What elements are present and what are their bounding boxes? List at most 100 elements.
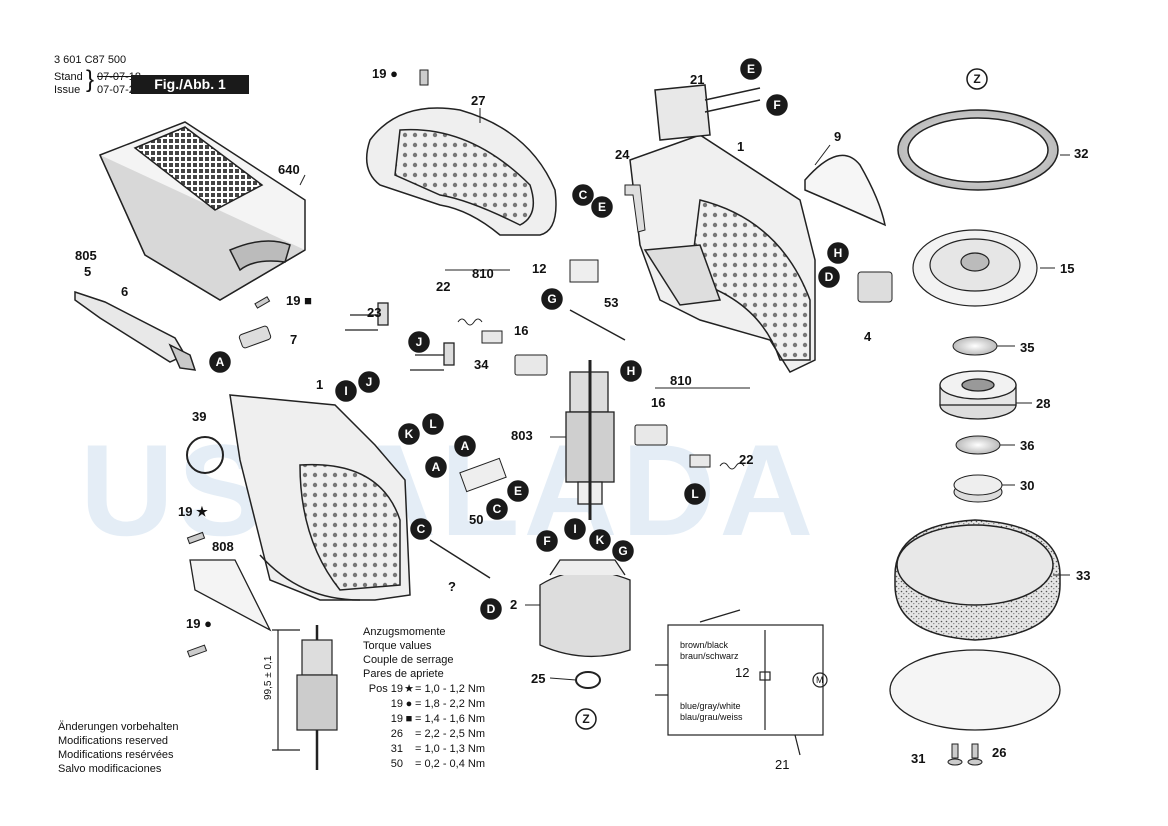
torque-symbol: ■ xyxy=(405,713,413,725)
screws-31-26 xyxy=(947,743,983,766)
callout-k: K xyxy=(589,529,611,551)
callout-c: C xyxy=(410,518,432,540)
wiring-brown-label-de: braun/schwarz xyxy=(680,651,739,661)
modifications-de: Änderungen vorbehalten xyxy=(58,721,179,733)
modifications-es: Salvo modificaciones xyxy=(58,763,162,775)
plate-808 xyxy=(189,559,272,632)
wiring-switch-label: 21 xyxy=(775,757,790,772)
stand-label: Stand xyxy=(54,71,83,83)
wiring-blue-label: blue/gray/white xyxy=(680,701,741,711)
armature-803 xyxy=(565,360,615,520)
torque-heading-fr: Couple de serrage xyxy=(363,654,454,666)
callout-j: J xyxy=(408,331,430,353)
callout-k: K xyxy=(398,423,420,445)
part-label: 53 xyxy=(604,295,619,310)
callout-letter: K xyxy=(596,533,605,547)
part-label: 9 xyxy=(834,129,842,144)
callout-letter: C xyxy=(417,522,426,536)
callout-f: F xyxy=(766,94,788,116)
terminal-50 xyxy=(459,457,507,493)
torque-value: = 1,8 - 2,2 Nm xyxy=(415,698,486,710)
cover-27 xyxy=(365,107,557,236)
part-label: 23 xyxy=(367,305,382,320)
brace: } xyxy=(86,66,95,93)
torque-heading-en: Torque values xyxy=(363,640,432,652)
part-label: 16 xyxy=(651,395,666,410)
screws-19 xyxy=(186,69,429,658)
switch-4 xyxy=(857,271,893,303)
callout-letter: J xyxy=(416,335,423,349)
callout-letter: H xyxy=(627,364,636,378)
callout-letter: H xyxy=(834,246,843,260)
callout-a: A xyxy=(454,435,476,457)
callout-e: E xyxy=(740,58,762,80)
washer-36 xyxy=(955,435,1001,455)
part-label: 2 xyxy=(510,597,518,612)
sanding-pad-33 xyxy=(894,519,1061,641)
callout-letter: C xyxy=(493,502,502,516)
torque-pos: 19 xyxy=(390,698,403,710)
callout-letter: A xyxy=(216,355,225,369)
modifications-fr: Modifications resérvées xyxy=(58,749,174,761)
torque-pos: 19 xyxy=(390,713,403,725)
torque-pos: 50 xyxy=(390,758,403,770)
housing-lower-1 xyxy=(229,394,411,601)
callout-letter: L xyxy=(691,487,698,501)
wiring-blue-label-de: blau/grau/weiss xyxy=(680,712,743,722)
callout-letter: E xyxy=(598,200,606,214)
torque-row: 19● = 1,8 - 2,2 Nm xyxy=(363,697,485,711)
washer-35 xyxy=(952,336,998,356)
clip-24 xyxy=(624,184,646,233)
callout-letter: I xyxy=(573,522,576,536)
callout-z: Z xyxy=(966,68,988,90)
callout-letter: F xyxy=(773,98,780,112)
callout-d: D xyxy=(480,598,502,620)
callout-a: A xyxy=(425,456,447,478)
part-label: 39 xyxy=(192,409,207,424)
issue-date: 07-07-20 xyxy=(97,84,142,96)
wire-unknown xyxy=(429,539,491,579)
part-label: 1 xyxy=(737,139,745,154)
label-9 xyxy=(804,154,887,227)
torque-pos: 31 xyxy=(390,743,403,755)
callout-e: E xyxy=(591,196,613,218)
part-label: 19 ■ xyxy=(286,293,312,308)
switch-21 xyxy=(654,84,761,141)
part-label: 5 xyxy=(84,264,92,279)
torque-heading-de: Anzugsmomente xyxy=(363,626,446,638)
torque-pos: Pos 19 xyxy=(368,683,403,695)
torque-symbol: ● xyxy=(405,698,413,710)
torque-pos: 26 xyxy=(390,728,403,740)
part-label: 640 xyxy=(278,162,300,177)
wire-53 xyxy=(569,309,626,341)
leader-lines xyxy=(299,108,1070,681)
part-label: 27 xyxy=(471,93,486,108)
callout-letter: C xyxy=(579,188,588,202)
part-label: 4 xyxy=(864,329,872,344)
part-label: 19 ★ xyxy=(178,504,208,519)
part-label: 22 xyxy=(739,452,754,467)
callout-g: G xyxy=(541,288,563,310)
part-label: 16 xyxy=(514,323,529,338)
part-label: 31 xyxy=(911,751,926,766)
part-label: 33 xyxy=(1076,568,1091,583)
wiring-brown-label: brown/black xyxy=(680,640,729,650)
figure-label: Fig./Abb. 1 xyxy=(131,75,249,94)
callout-d: D xyxy=(818,266,840,288)
torque-symbol: ★ xyxy=(404,683,414,695)
part-label: 810 xyxy=(472,266,494,281)
torque-row: Pos 19★ = 1,0 - 1,2 Nm xyxy=(363,682,485,696)
modifications-en: Modifications reserved xyxy=(58,735,169,747)
callout-letter: F xyxy=(543,534,550,548)
callout-letter: E xyxy=(747,62,755,76)
part-label: 19 ● xyxy=(186,616,212,631)
callout-l: L xyxy=(422,413,444,435)
housing-upper-1 xyxy=(629,134,816,373)
part-label: 803 xyxy=(511,428,533,443)
callout-i: I xyxy=(564,518,586,540)
wiring-diagram xyxy=(655,609,828,756)
part-number: 3 601 C87 500 xyxy=(54,54,127,66)
